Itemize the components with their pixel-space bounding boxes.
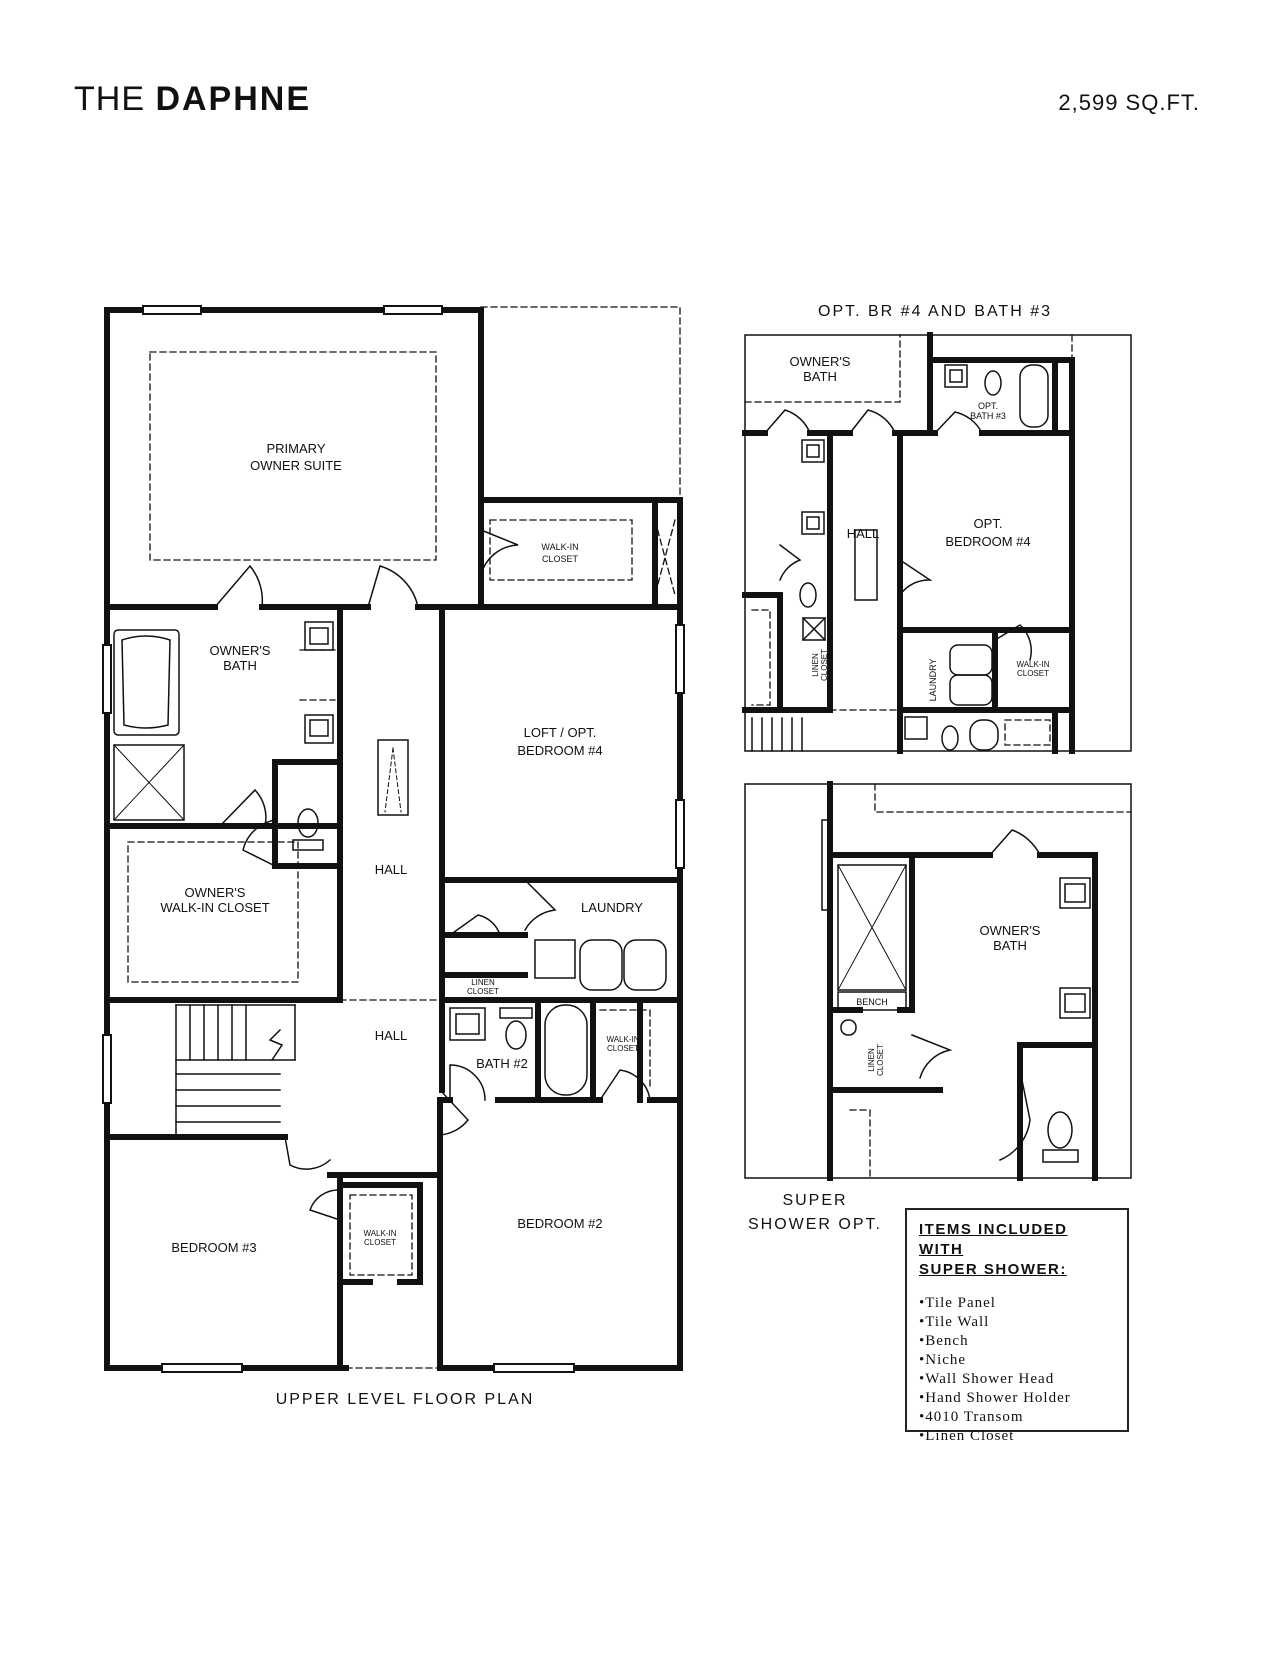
label-opt-linen-1: LINEN xyxy=(811,653,820,677)
label-loft-1: LOFT / OPT. xyxy=(524,725,597,740)
opt-br4-caption: OPT. BR #4 AND BATH #3 xyxy=(818,303,1052,320)
opt-br4-inset xyxy=(742,332,1132,754)
label-walkin-closet-2: CLOSET xyxy=(542,554,579,564)
list-item: Tile Panel xyxy=(919,1294,1115,1313)
super-shower-caption-1: SUPER xyxy=(782,1192,847,1209)
label-opt-hall: HALL xyxy=(847,526,880,541)
label-opt-walkin-1: WALK-IN xyxy=(1016,660,1049,669)
label-owners-bath-1: OWNER'S xyxy=(210,643,271,658)
label-opt-bedroom4-1: OPT. xyxy=(974,516,1003,531)
list-item: Wall Shower Head xyxy=(919,1370,1115,1389)
items-list: Tile Panel Tile Wall Bench Niche Wall Sh… xyxy=(919,1294,1115,1446)
label-opt-walkin-2: CLOSET xyxy=(1017,669,1049,678)
main-plan-caption: UPPER LEVEL FLOOR PLAN xyxy=(276,1391,535,1408)
items-heading-2: SUPER SHOWER: xyxy=(919,1261,1067,1278)
label-bedroom2: BEDROOM #2 xyxy=(517,1216,602,1231)
label-primary-suite-2: OWNER SUITE xyxy=(250,458,342,473)
label-ss-owners-bath-2: BATH xyxy=(993,938,1027,953)
super-shower-inset xyxy=(744,781,1132,1181)
label-linen-2: CLOSET xyxy=(467,987,499,996)
label-wic-bath2-1: WALK-IN xyxy=(606,1035,639,1044)
label-opt-owners-bath-1: OWNER'S xyxy=(790,354,851,369)
label-ss-linen-2: CLOSET xyxy=(876,1044,885,1076)
label-laundry: LAUNDRY xyxy=(581,900,643,915)
label-owners-walkin-2: WALK-IN CLOSET xyxy=(160,900,269,915)
super-shower-items-box: ITEMS INCLUDED WITH SUPER SHOWER: Tile P… xyxy=(905,1208,1129,1444)
label-primary-suite-1: PRIMARY xyxy=(267,441,326,456)
list-item: Linen Closet xyxy=(919,1427,1115,1446)
label-wic-bath2-2: CLOSET xyxy=(607,1044,639,1053)
label-opt-bath3-1: OPT. xyxy=(978,401,998,411)
label-bath2: BATH #2 xyxy=(476,1056,528,1071)
label-owners-bath-2: BATH xyxy=(223,658,257,673)
list-item: Niche xyxy=(919,1351,1115,1370)
label-opt-laundry: LAUNDRY xyxy=(928,659,938,702)
plan-title: THE DAPHNE xyxy=(74,80,311,119)
label-opt-linen-2: CLOSET xyxy=(820,649,829,681)
label-wic-br3-1: WALK-IN xyxy=(363,1229,396,1238)
label-hall-upper: HALL xyxy=(375,862,408,877)
label-loft-2: BEDROOM #4 xyxy=(517,743,602,758)
items-heading-1: ITEMS INCLUDED WITH xyxy=(919,1221,1068,1258)
plan-title-prefix: THE xyxy=(74,80,145,118)
label-owners-walkin-1: OWNER'S xyxy=(185,885,246,900)
list-item: Bench xyxy=(919,1332,1115,1351)
label-hall-lower: HALL xyxy=(375,1028,408,1043)
label-linen-1: LINEN xyxy=(471,978,495,987)
list-item: Tile Wall xyxy=(919,1313,1115,1332)
label-opt-bath3-2: BATH #3 xyxy=(970,411,1006,421)
list-item: 4010 Transom xyxy=(919,1408,1115,1427)
opt-br4-labels: OPT. BR #4 AND BATH #3 OWNER'S BATH OPT.… xyxy=(790,303,1052,702)
main-plan xyxy=(102,305,685,1373)
super-shower-caption-2: SHOWER OPT. xyxy=(748,1216,882,1233)
label-ss-linen-1: LINEN xyxy=(867,1048,876,1072)
plan-title-name: DAPHNE xyxy=(155,80,312,118)
list-item: Hand Shower Holder xyxy=(919,1389,1115,1408)
main-plan-labels: PRIMARY OWNER SUITE WALK-IN CLOSET OWNER… xyxy=(160,441,643,1408)
square-footage: 2,599 SQ.FT. xyxy=(1058,90,1200,115)
label-ss-owners-bath-1: OWNER'S xyxy=(980,923,1041,938)
label-wic-br3-2: CLOSET xyxy=(364,1238,396,1247)
super-shower-labels: OWNER'S BATH BENCH LINEN CLOSET SUPER SH… xyxy=(748,923,1041,1233)
label-ss-bench: BENCH xyxy=(856,997,888,1007)
label-opt-bedroom4-2: BEDROOM #4 xyxy=(945,534,1030,549)
label-walkin-closet-1: WALK-IN xyxy=(541,542,578,552)
label-opt-owners-bath-2: BATH xyxy=(803,369,837,384)
label-bedroom3: BEDROOM #3 xyxy=(171,1240,256,1255)
